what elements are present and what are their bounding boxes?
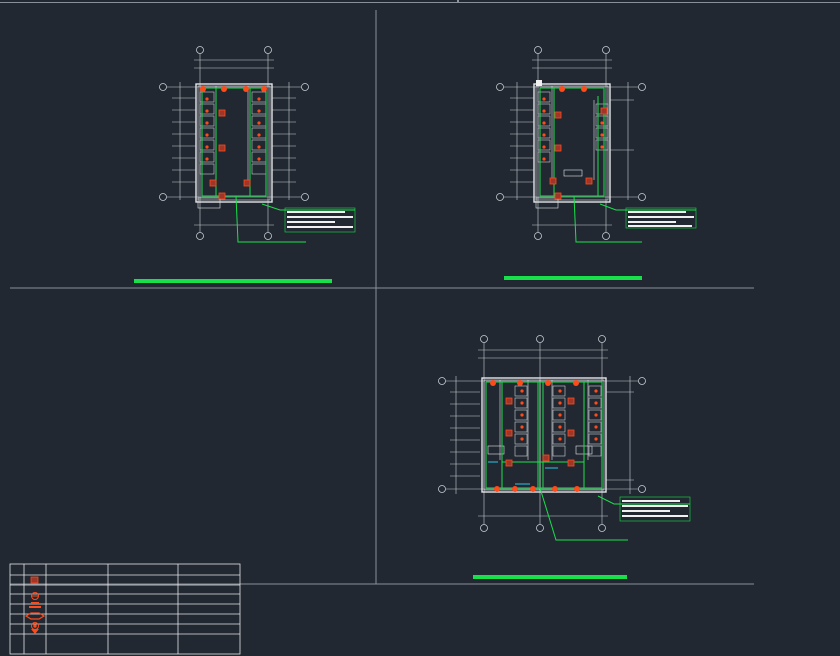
dimension-lines xyxy=(446,343,638,524)
square-device-icon xyxy=(30,576,39,584)
walls xyxy=(533,83,611,209)
axis-bubbles xyxy=(159,46,309,240)
cyan-segments xyxy=(488,461,558,485)
wiring xyxy=(539,87,696,243)
note-block xyxy=(625,207,697,229)
floor-plan-top-right[interactable] xyxy=(496,46,697,243)
legend-grid xyxy=(9,563,241,655)
viewport-dividers xyxy=(0,2,840,585)
wiring xyxy=(485,381,690,541)
circle-outlet-icon xyxy=(31,622,39,630)
dimension-lines xyxy=(167,54,301,232)
left-ticks xyxy=(172,97,296,183)
floor-plan-top-left[interactable] xyxy=(159,46,356,243)
note-block xyxy=(284,207,356,233)
walls xyxy=(481,377,607,493)
devices xyxy=(536,80,608,200)
circle-cross-icon xyxy=(31,592,39,600)
stalls xyxy=(199,91,267,175)
triangle-mark-icon xyxy=(31,629,39,634)
title-bar-bottom-right xyxy=(473,575,627,579)
title-bar-top-right xyxy=(504,276,642,280)
dimension-lines xyxy=(504,54,638,232)
axis-bubbles xyxy=(496,46,646,240)
left-ticks xyxy=(450,391,634,481)
legend-table[interactable] xyxy=(9,563,241,655)
axis-bubbles xyxy=(438,335,646,532)
devices xyxy=(490,380,598,492)
stacked-lamp-icon xyxy=(29,602,41,608)
left-ticks xyxy=(510,97,634,183)
floor-plan-bottom-right[interactable] xyxy=(438,335,691,541)
stalls xyxy=(514,385,602,457)
note-block xyxy=(619,496,691,522)
double-bracket-icon xyxy=(24,612,46,620)
devices xyxy=(200,86,267,200)
title-bar-top-left xyxy=(134,279,332,283)
